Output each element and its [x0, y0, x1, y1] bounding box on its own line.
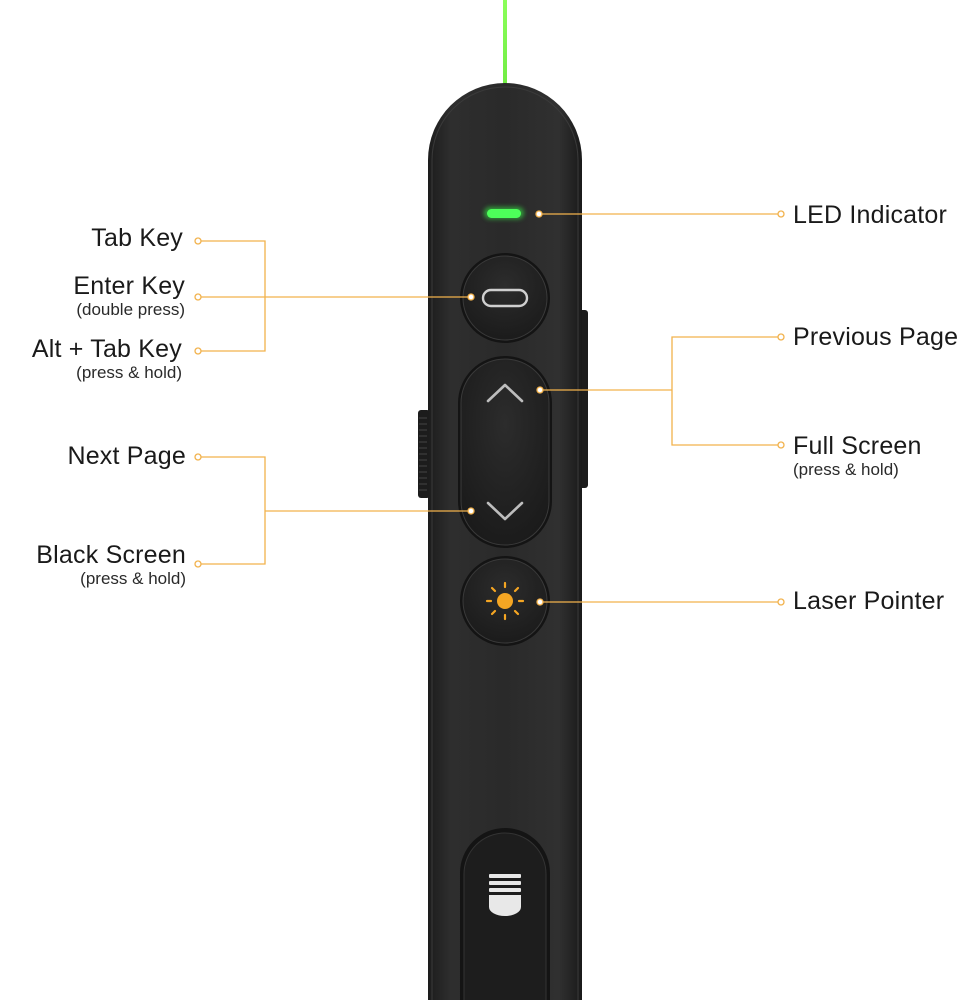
label-black-screen-main: Black Screen — [36, 541, 186, 569]
side-scroll-left — [418, 410, 430, 498]
label-enter-key: Enter Key (double press) — [73, 272, 185, 319]
label-tab-key: Tab Key — [91, 226, 183, 251]
label-led-indicator-main: LED Indicator — [793, 201, 948, 229]
laser-button[interactable] — [460, 556, 550, 646]
chevron-up-icon[interactable] — [486, 383, 524, 403]
label-tab-key-main: Tab Key — [91, 224, 183, 252]
label-previous-page-main: Previous Page — [793, 323, 959, 351]
sun-icon — [485, 581, 525, 621]
label-black-screen-sub: (press & hold) — [80, 569, 186, 588]
callout-dots — [194, 210, 785, 606]
battery-cover[interactable] — [460, 828, 550, 1000]
label-alt-tab-key-main: Alt + Tab Key — [31, 335, 182, 363]
label-laser-pointer-main: Laser Pointer — [793, 587, 945, 615]
laser-beam — [503, 0, 507, 104]
label-full-screen-sub: (press & hold) — [793, 460, 899, 479]
label-alt-tab-key: Alt + Tab Key (press & hold) — [31, 335, 182, 382]
label-next-page: Next Page — [67, 444, 186, 469]
label-previous-page: Previous Page — [793, 325, 958, 350]
led-indicator — [487, 209, 521, 218]
label-alt-tab-key-sub: (press & hold) — [76, 363, 182, 382]
label-full-screen: Full Screen (press & hold) — [793, 432, 922, 479]
page-rocker[interactable] — [458, 356, 552, 548]
label-led-indicator: LED Indicator — [793, 203, 947, 228]
label-full-screen-main: Full Screen — [793, 432, 922, 460]
chevron-down-icon[interactable] — [486, 501, 524, 521]
label-black-screen: Black Screen (press & hold) — [36, 541, 186, 588]
label-laser-pointer: Laser Pointer — [793, 589, 944, 614]
battery-cover-icon — [489, 874, 521, 916]
callout-lines — [198, 213, 781, 603]
label-enter-key-sub: (double press) — [76, 300, 185, 319]
pill-icon — [481, 288, 529, 308]
label-enter-key-main: Enter Key — [73, 272, 185, 300]
enter-button[interactable] — [460, 253, 550, 343]
label-next-page-main: Next Page — [67, 442, 186, 470]
